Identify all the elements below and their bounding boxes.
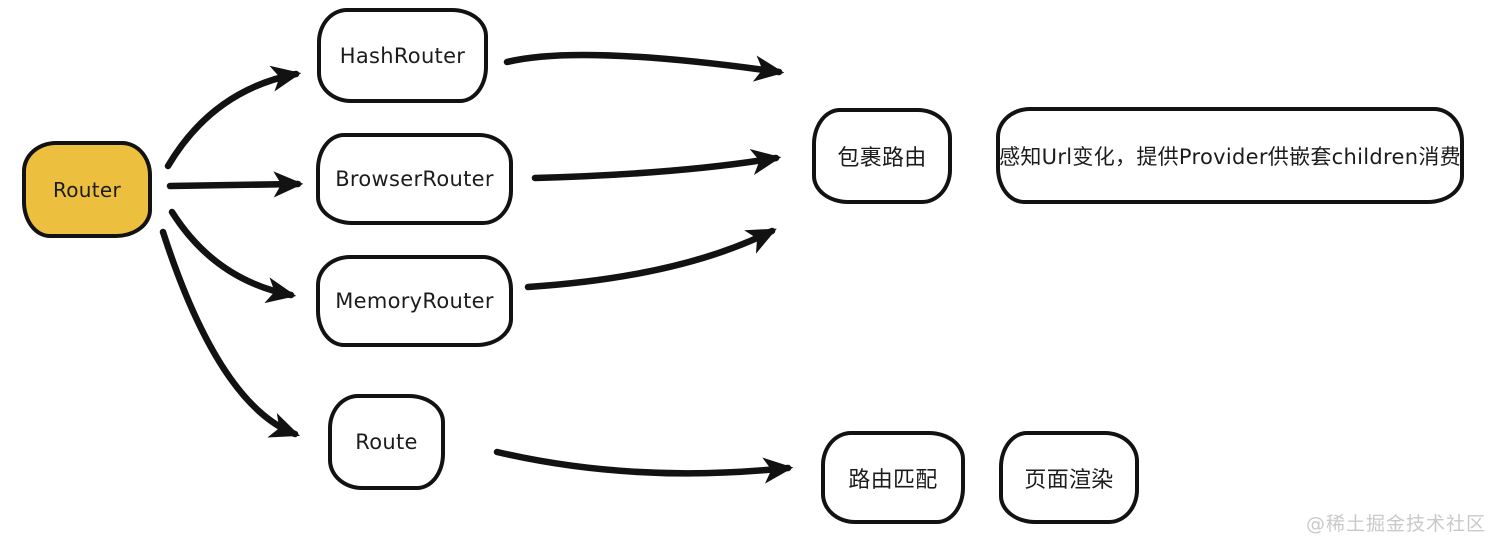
node-memory-router: MemoryRouter <box>316 255 513 347</box>
node-provider-note: 感知Url变化，提供Provider供嵌套children消费 <box>996 107 1464 204</box>
edge-hashrouter-wraproute <box>503 51 785 82</box>
node-route-label: Route <box>355 430 418 454</box>
node-wrap-route: 包裹路由 <box>812 108 952 204</box>
node-browser-router: BrowserRouter <box>316 133 513 225</box>
node-memory-router-label: MemoryRouter <box>335 289 494 313</box>
edge-memoryrouter-wraproute <box>524 227 777 291</box>
node-router: Router <box>22 141 152 238</box>
edge-router-route <box>159 228 301 438</box>
node-route-match: 路由匹配 <box>821 431 965 524</box>
edge-router-hashrouter <box>164 65 302 170</box>
node-hash-router: HashRouter <box>317 8 488 103</box>
edge-browserrouter-wraproute <box>531 149 782 182</box>
node-wrap-route-label: 包裹路由 <box>837 146 927 171</box>
node-route-match-label: 路由匹配 <box>848 467 938 493</box>
edge-router-browserrouter <box>166 171 304 198</box>
watermark: @稀土掘金技术社区 <box>1305 513 1486 535</box>
node-hash-router-label: HashRouter <box>339 43 466 68</box>
node-route: Route <box>328 394 445 490</box>
node-browser-router-label: BrowserRouter <box>335 167 494 191</box>
node-router-label: Router <box>52 177 122 202</box>
node-page-render: 页面渲染 <box>999 431 1139 524</box>
node-page-render-label: 页面渲染 <box>1024 467 1114 493</box>
node-provider-note-label: 感知Url变化，提供Provider供嵌套children消费 <box>999 144 1461 169</box>
edge-route-routematch <box>493 448 794 484</box>
edge-router-memoryrouter <box>168 208 297 304</box>
